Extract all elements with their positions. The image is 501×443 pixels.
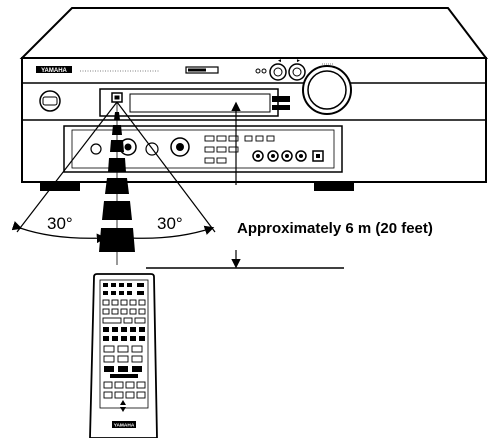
right-angle-arc [122, 225, 215, 243]
receiver-top-panel [19, 7, 489, 59]
remote-control: YAMAHA [89, 273, 158, 439]
format-logo-1 [272, 96, 290, 102]
av-receiver: YAMAHA ◄ ► [19, 7, 489, 191]
format-logo-2 [272, 105, 290, 110]
angle-right-label: 30° [157, 214, 183, 233]
receiver-brand-text: YAMAHA [41, 68, 67, 74]
svg-text:►: ► [296, 58, 301, 64]
left-angle-arc [11, 221, 107, 244]
distance-indicator: Approximately 6 m (20 feet) [146, 101, 433, 269]
remote-brand-text: YAMAHA [114, 423, 135, 429]
right-limit-line [116, 101, 216, 233]
distance-label: Approximately 6 m (20 feet) [237, 220, 433, 237]
svg-text:◄: ◄ [277, 58, 282, 64]
remote-logo [112, 421, 136, 428]
angle-left-label: 30° [47, 214, 73, 233]
left-limit-line [16, 101, 118, 233]
foot-right [314, 182, 354, 191]
receiver-logo [36, 66, 72, 73]
ir-beam [99, 112, 135, 252]
foot-left [40, 182, 80, 191]
